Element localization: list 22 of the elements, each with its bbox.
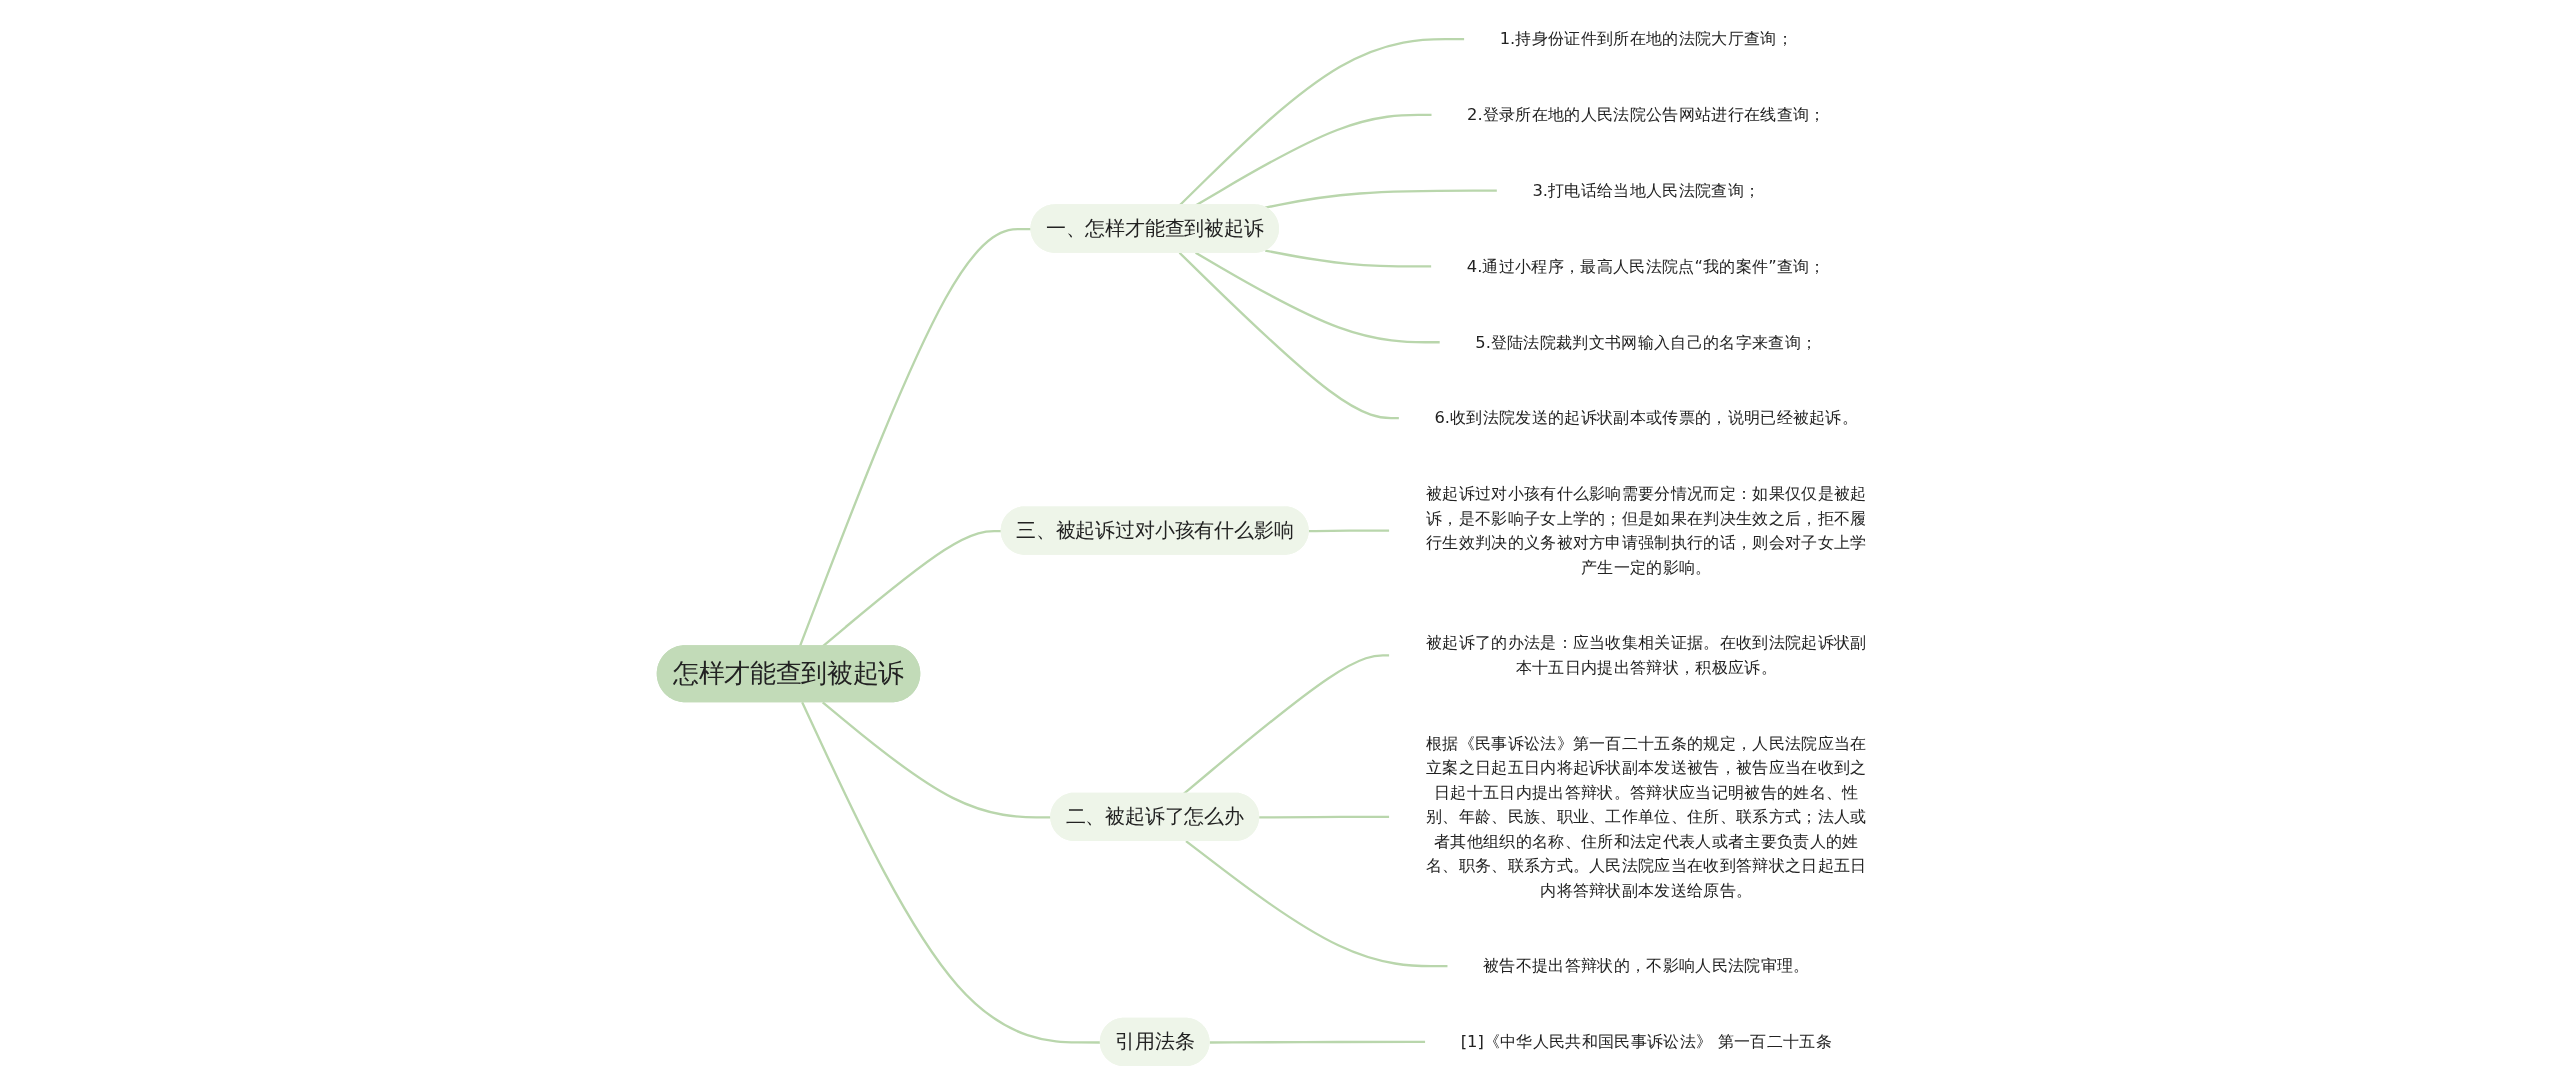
node-text: 根据《民事诉讼法》第一百二十五条的规定，人民法院应当在立案之日起五日内将起诉状副本发送被告，被告应当在收到之日起十五日内提出答辩状。答辩状应当记明被告的姓名、性别、年龄、民族、职业、工作单位、住所、联系方式；法人或者其他组织的名称、住所和法定代表人或者主要负责人的姓名、职务、联系方式。人民法院应当在收到答辩状之日起五日内将答辩状副本发送给原告。 <box>1425 733 1867 900</box>
connector <box>1308 529 1390 533</box>
connector <box>1194 251 1441 344</box>
connector <box>1264 189 1498 209</box>
connector <box>1178 251 1400 420</box>
node-text: 4.通过小程序，最高人民法院点“我的案件”查询； <box>1466 256 1826 276</box>
node-text: 3.打电话给当地人民法院查询； <box>1532 180 1761 200</box>
connector <box>798 227 1032 647</box>
connector <box>801 701 1101 1044</box>
connector <box>1182 654 1390 795</box>
connector <box>1264 249 1432 268</box>
connector <box>1185 840 1448 968</box>
node-text: 2.登录所在地的人民法院公告网站进行在线查询； <box>1466 104 1826 124</box>
connector <box>1259 815 1390 819</box>
node-text: 被告不提出答辩状的，不影响人民法院审理。 <box>1482 956 1810 975</box>
node-text: 1.持身份证件到所在地的法院大厅查询； <box>1499 29 1793 48</box>
node-text: [1]《中华人民共和国民事诉讼法》 第一百二十五条 <box>1460 1032 1832 1051</box>
node-text: 6.收到法院发送的起诉状副本或传票的，说明已经被起诉。 <box>1434 408 1859 427</box>
connector <box>1209 1040 1426 1044</box>
node-text: 被起诉过对小孩有什么影响需要分情况而定：如果仅仅是被起诉，是不影响子女上学的；但是如果在判决生效之后，拒不履行生效判决的义务被对方申请强制执行的话，则会对子女上学产生一定的影响。 <box>1425 483 1867 577</box>
node-text: 被起诉了的办法是：应当收集相关证据。在收到法院起诉状副本十五日内提出答辩状，积极应诉。 <box>1425 633 1867 677</box>
node-text: 5.登陆法院裁判文书网输入自己的名字来查询； <box>1475 332 1818 351</box>
